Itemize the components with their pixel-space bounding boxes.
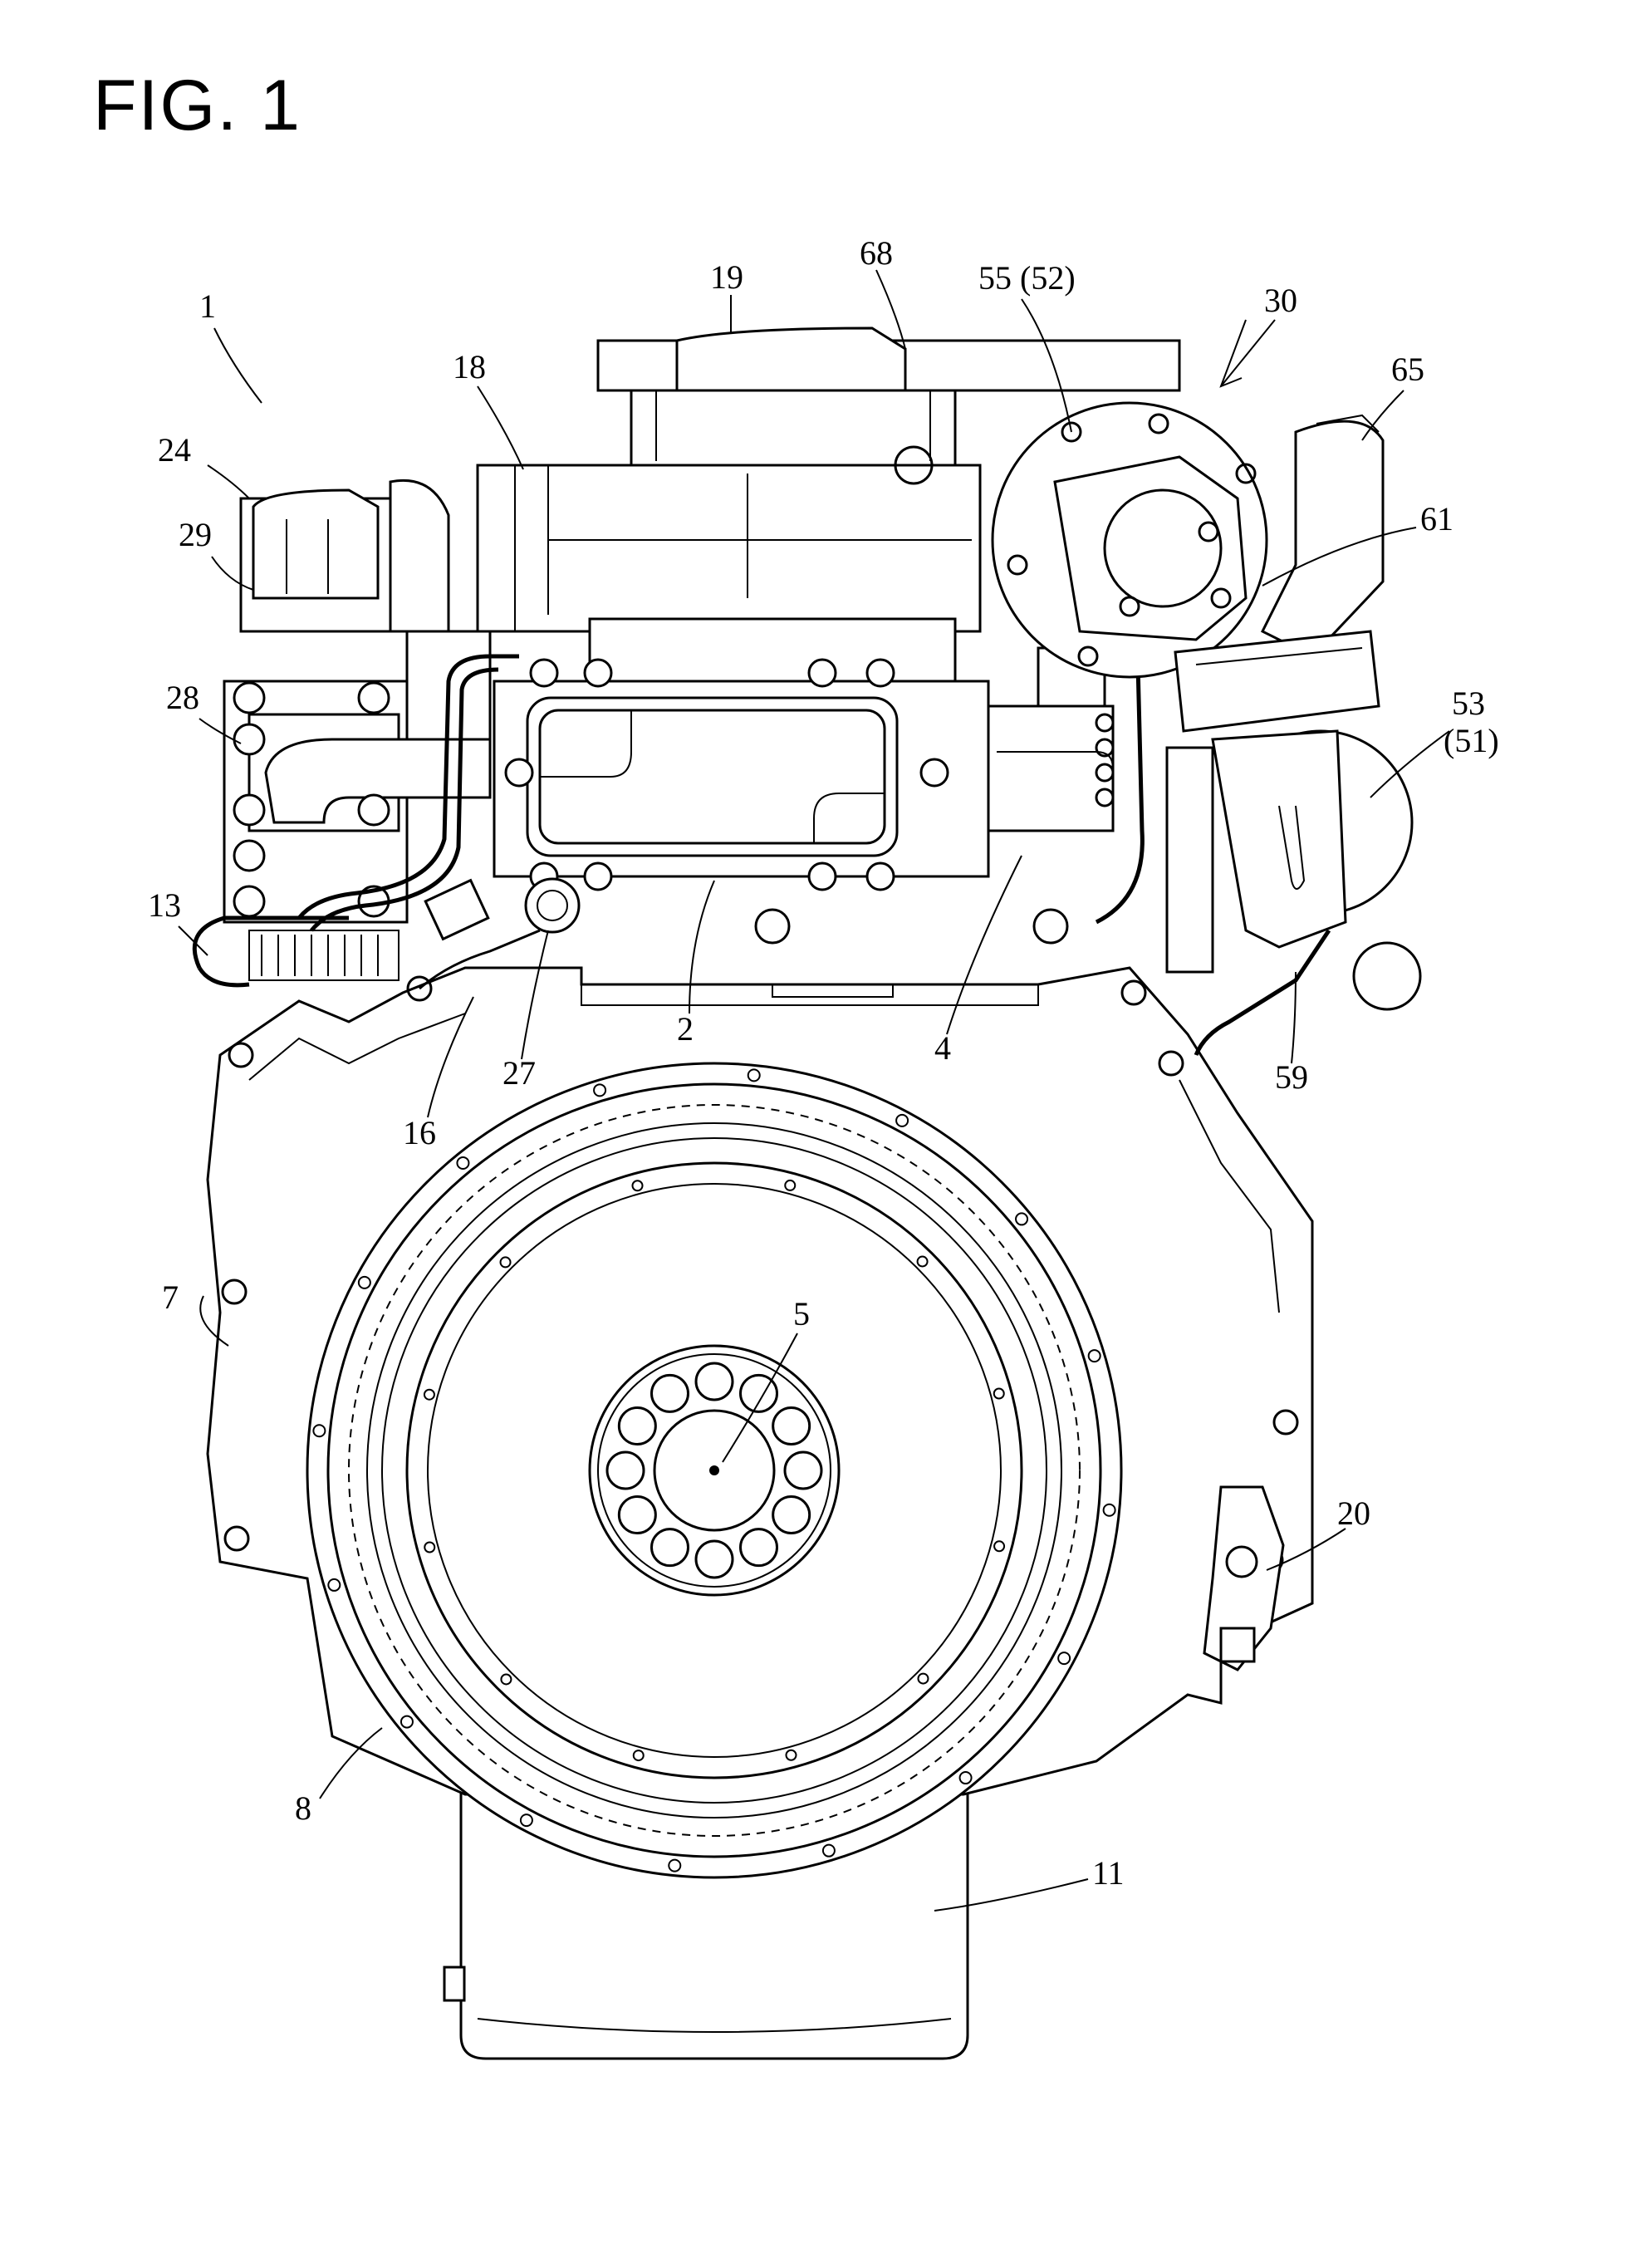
label-5: 5 bbox=[793, 1295, 810, 1333]
label-30: 30 bbox=[1264, 282, 1297, 319]
label-1: 1 bbox=[199, 287, 216, 325]
figure-title: FIG. 1 bbox=[93, 65, 301, 147]
label-18: 18 bbox=[453, 348, 486, 385]
label-27: 27 bbox=[502, 1054, 536, 1092]
intake-assembly bbox=[224, 480, 490, 922]
label-24: 24 bbox=[158, 431, 191, 469]
label-59: 59 bbox=[1275, 1058, 1308, 1096]
label-8: 8 bbox=[295, 1789, 311, 1827]
oil-cooler bbox=[494, 660, 988, 890]
label-51: (51) bbox=[1444, 722, 1499, 759]
label-29: 29 bbox=[179, 516, 212, 553]
flywheel bbox=[307, 1063, 1121, 1877]
label-11: 11 bbox=[1092, 1854, 1125, 1892]
engine-line-art bbox=[194, 328, 1420, 2059]
label-2: 2 bbox=[677, 1010, 694, 1048]
label-7: 7 bbox=[162, 1279, 179, 1316]
label-53: 53 bbox=[1452, 685, 1485, 722]
label-65: 65 bbox=[1391, 351, 1424, 388]
label-16: 16 bbox=[403, 1114, 436, 1151]
label-13: 13 bbox=[148, 886, 181, 924]
label-28: 28 bbox=[166, 679, 199, 716]
label-19: 19 bbox=[710, 258, 743, 296]
label-4: 4 bbox=[934, 1029, 951, 1067]
label-55-52: 55 (52) bbox=[978, 259, 1076, 297]
label-61: 61 bbox=[1420, 500, 1453, 537]
label-20: 20 bbox=[1337, 1495, 1370, 1532]
label-68: 68 bbox=[860, 234, 893, 272]
